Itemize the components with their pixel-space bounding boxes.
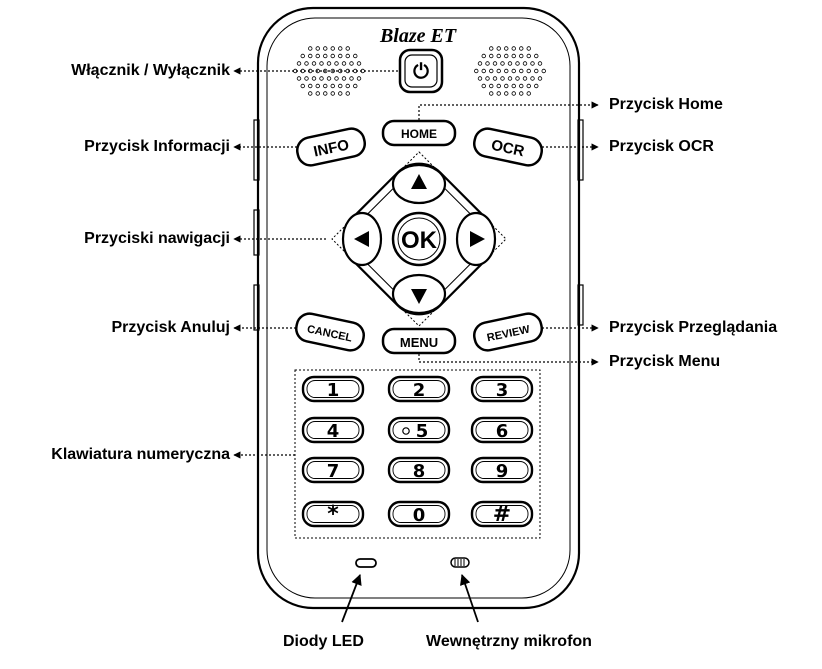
key-label: 3 <box>496 380 509 401</box>
menu-button[interactable]: MENU <box>381 327 457 355</box>
ocr-button[interactable]: OCR <box>472 126 544 168</box>
speaker-grille-right <box>474 46 546 96</box>
numeric-keypad-area <box>294 369 541 539</box>
label-ocr: Przycisk OCR <box>609 138 714 155</box>
ok-button-label: OK <box>401 227 438 254</box>
tactile-dot-icon <box>402 427 410 435</box>
key-label: 7 <box>327 461 340 482</box>
callout-menu-line <box>418 354 599 366</box>
key-4[interactable]: 4 <box>301 416 365 444</box>
menu-button-label: MENU <box>400 335 438 350</box>
key-7[interactable]: 7 <box>301 456 365 484</box>
home-button[interactable]: HOME <box>381 119 457 147</box>
ok-button[interactable]: OK <box>391 211 447 267</box>
key-label: 5 <box>416 421 429 442</box>
nav-right-button[interactable] <box>455 211 497 267</box>
led-indicator <box>355 558 377 568</box>
device-body <box>253 6 584 610</box>
key-label: 9 <box>496 461 509 482</box>
brand-logo: Blaze ET <box>379 25 457 47</box>
callout-led-line <box>341 573 362 623</box>
key-label: 2 <box>413 380 426 401</box>
arrow-up-icon <box>411 174 427 189</box>
key-hash[interactable]: # <box>470 500 534 528</box>
key-label: 8 <box>413 461 426 482</box>
label-power: Włącznik / Wyłącznik <box>71 62 230 79</box>
key-label: 0 <box>413 505 426 526</box>
key-5[interactable]: 5 <box>387 416 451 444</box>
key-2[interactable]: 2 <box>387 375 451 403</box>
key-label: 4 <box>327 421 340 442</box>
arrow-right-icon <box>470 231 485 247</box>
label-led: Diody LED <box>283 633 364 650</box>
cancel-button[interactable]: CANCEL <box>294 311 366 353</box>
label-menu: Przycisk Menu <box>609 353 721 370</box>
home-button-label: HOME <box>401 127 437 141</box>
key-star[interactable]: * <box>301 500 365 528</box>
callout-home-line <box>418 101 599 120</box>
label-keypad: Klawiatura numeryczna <box>51 446 230 463</box>
nav-up-button[interactable] <box>391 163 447 205</box>
label-microphone: Wewnętrzny mikrofon <box>426 633 592 650</box>
info-button[interactable]: INFO <box>295 126 367 168</box>
arrow-down-icon <box>411 289 427 304</box>
speaker-grille-left <box>293 46 365 96</box>
nav-left-button[interactable] <box>341 211 383 267</box>
key-label: * <box>327 502 339 527</box>
key-label: 6 <box>496 421 509 442</box>
power-button[interactable]: ⏻ <box>398 48 444 94</box>
numeric-keypad: 1 2 3 4 5 6 7 8 9 * 0 # <box>301 375 534 528</box>
microphone-icon <box>450 557 470 568</box>
ocr-button-label: OCR <box>490 137 526 161</box>
key-8[interactable]: 8 <box>387 456 451 484</box>
nav-down-button[interactable] <box>391 273 447 315</box>
key-6[interactable]: 6 <box>470 416 534 444</box>
power-icon: ⏻ <box>413 59 429 83</box>
label-cancel: Przycisk Anuluj <box>111 319 230 336</box>
key-1[interactable]: 1 <box>301 375 365 403</box>
callout-mic-line <box>460 573 479 623</box>
key-0[interactable]: 0 <box>387 500 451 528</box>
arrow-left-icon <box>354 231 369 247</box>
review-button[interactable]: REVIEW <box>472 311 544 353</box>
label-info: Przycisk Informacji <box>84 138 230 155</box>
key-3[interactable]: 3 <box>470 375 534 403</box>
label-review: Przycisk Przeglądania <box>609 319 778 336</box>
key-label: # <box>493 502 511 527</box>
label-home: Przycisk Home <box>609 96 723 113</box>
key-label: 1 <box>327 380 340 401</box>
label-navigation: Przyciski nawigacji <box>84 230 230 247</box>
key-9[interactable]: 9 <box>470 456 534 484</box>
